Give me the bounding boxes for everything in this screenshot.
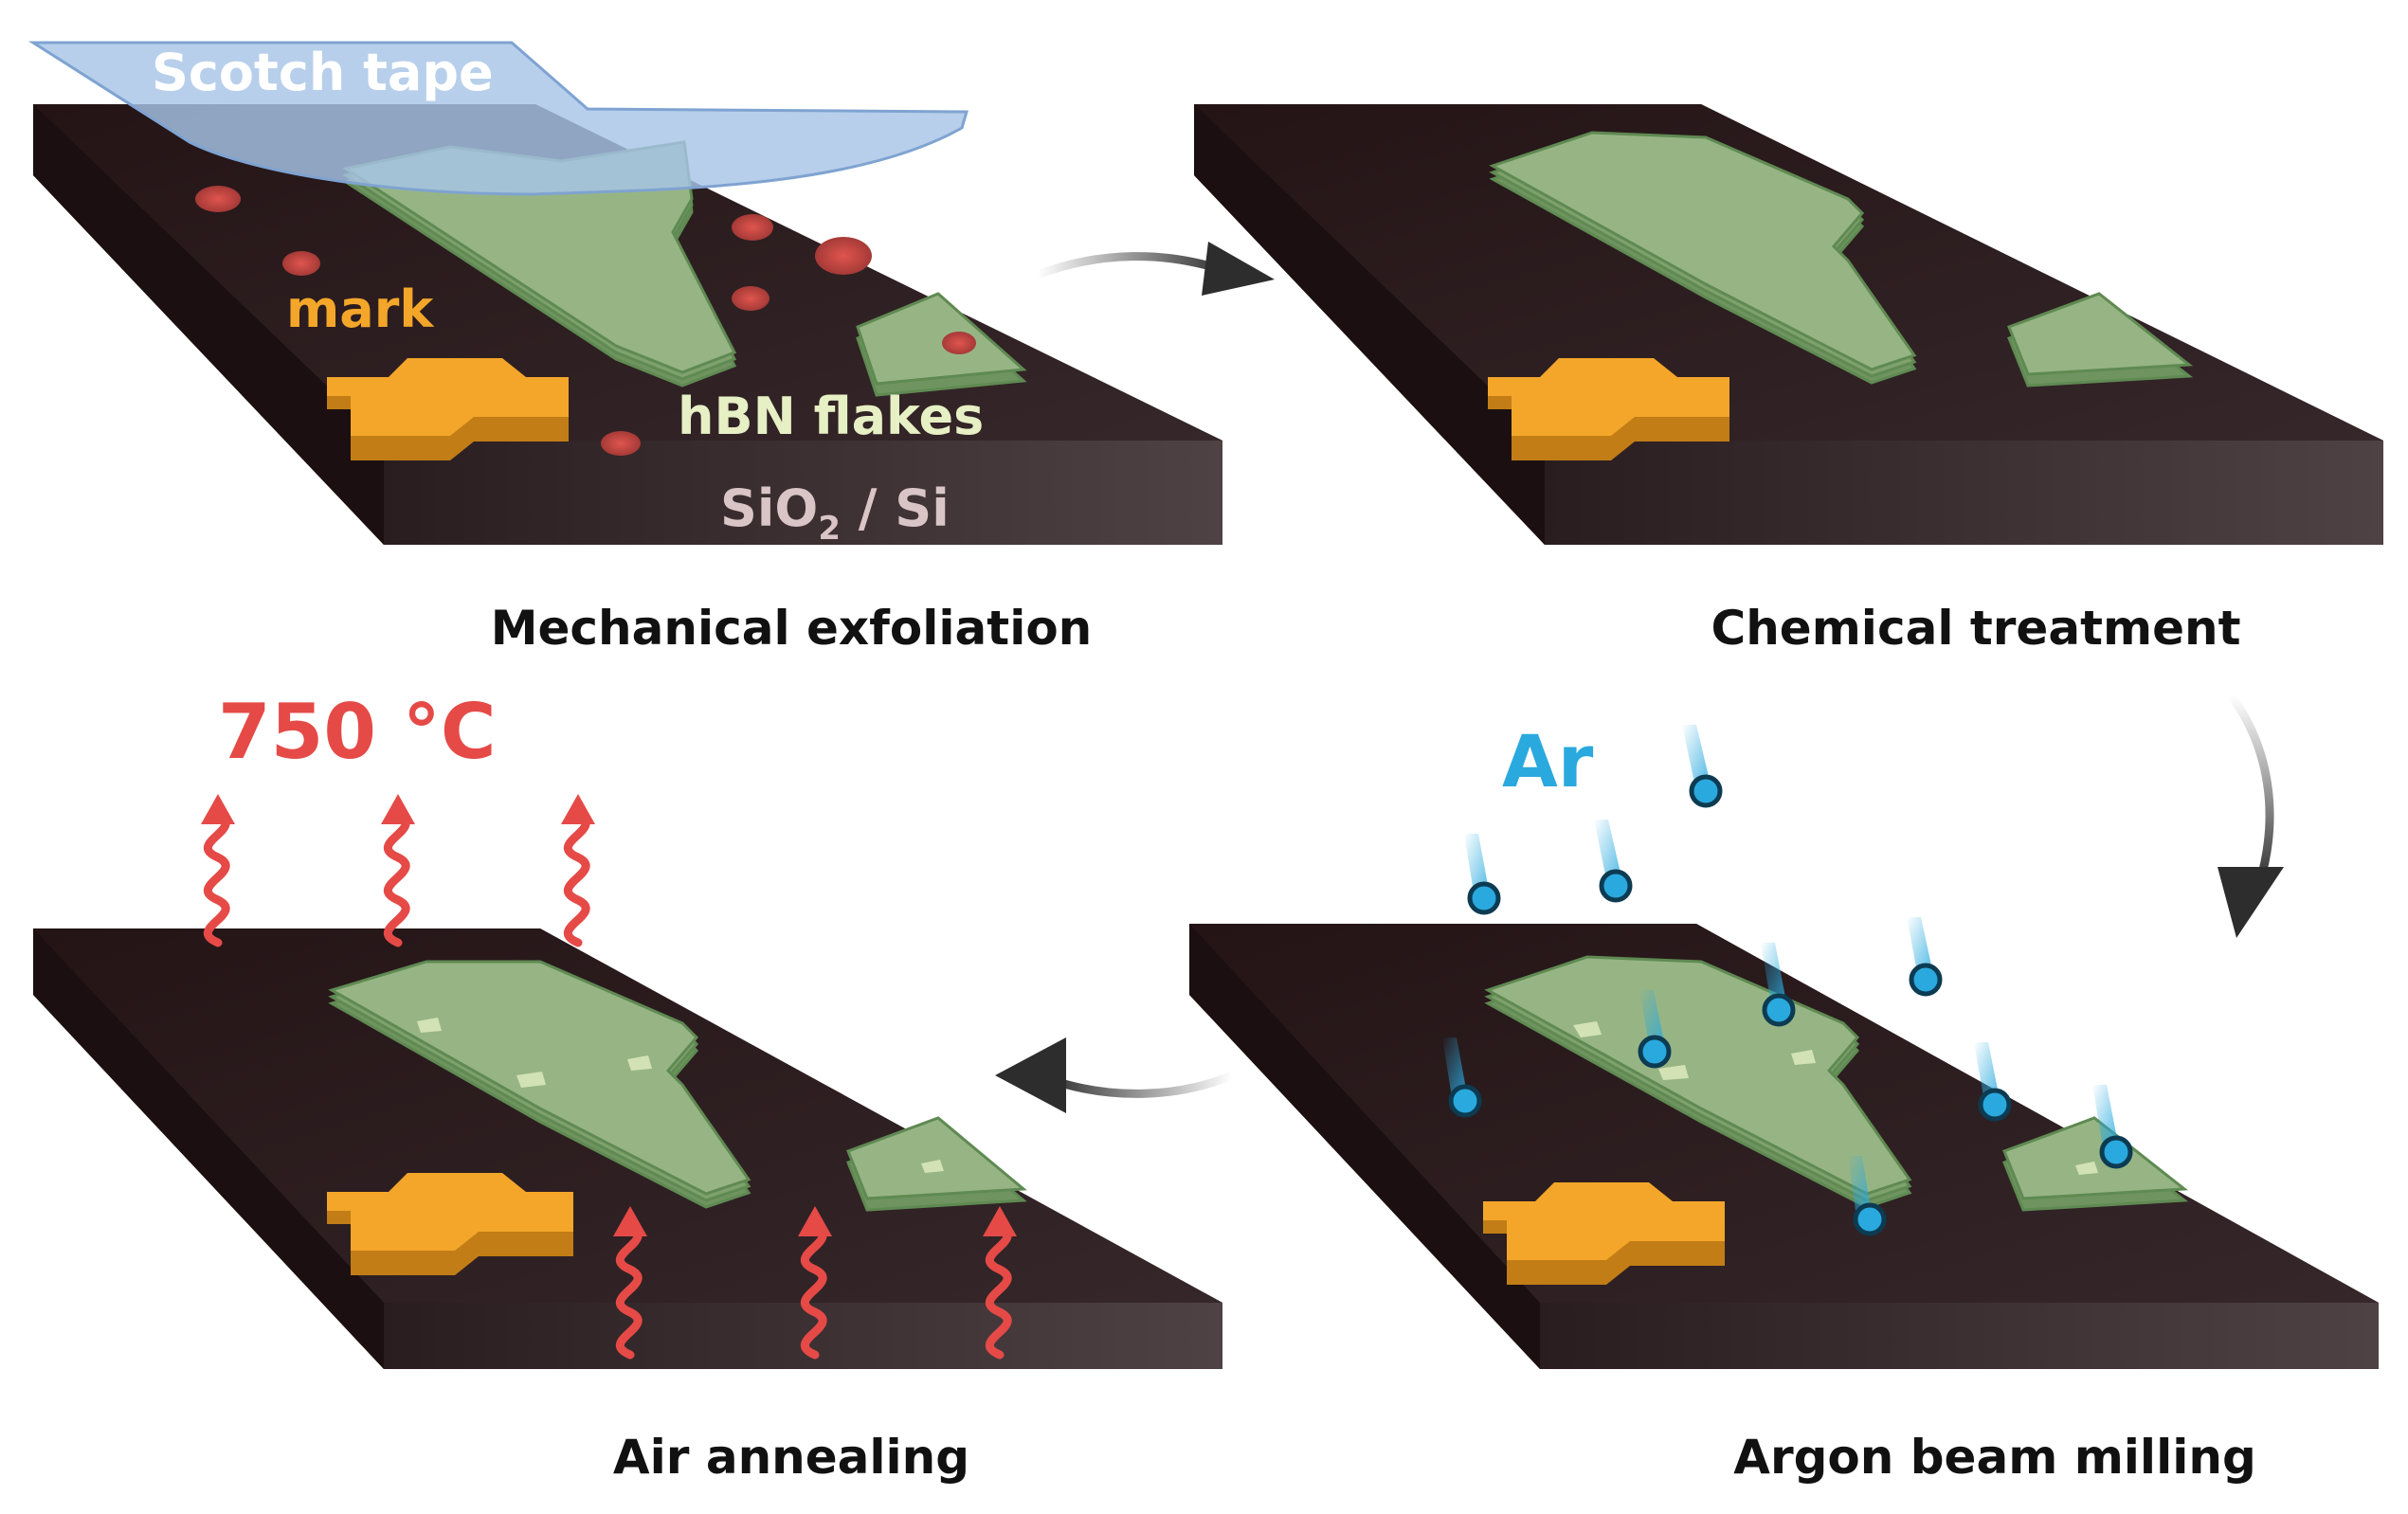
- heat-arrow: [613, 1206, 647, 1360]
- heat-arrow: [561, 794, 595, 947]
- caption-argon-beam-milling: Argon beam milling: [1733, 1430, 2256, 1485]
- caption-mechanical-exfoliation: Mechanical exfoliation: [491, 601, 1093, 656]
- alignment-mark-2: [1488, 358, 1729, 460]
- flow-arrow-left: [995, 1037, 1237, 1113]
- hbn-flake-large-4: [328, 960, 751, 1209]
- hbn-flake-large-1: [342, 140, 737, 388]
- alignment-mark-1: [327, 358, 569, 460]
- panel-chemical-treatment: Chemical treatment: [1194, 104, 2383, 656]
- heat-arrow: [201, 794, 235, 947]
- flow-arrow-right: [1033, 242, 1275, 296]
- hbn-flakes-label: hBN flakes: [678, 387, 984, 446]
- caption-chemical-treatment: Chemical treatment: [1711, 601, 2241, 656]
- panel-air-annealing: 750 °C Air annealing: [33, 688, 1222, 1485]
- scotch-tape: [27, 41, 969, 196]
- hbn-flake-small-2: [2007, 292, 2194, 388]
- hbn-flake-small-4: [846, 1116, 1027, 1212]
- hbn-flake-large-3: [1484, 955, 1912, 1209]
- argon-ion: [2092, 1085, 2133, 1169]
- mark-label: mark: [286, 279, 434, 339]
- argon-ion: [1682, 725, 1723, 808]
- argon-ion: [1464, 834, 1501, 915]
- caption-air-annealing: Air annealing: [613, 1430, 969, 1485]
- argon-ion: [1848, 1156, 1887, 1236]
- heat-arrow: [798, 1206, 832, 1360]
- argon-ion: [1761, 943, 1796, 1027]
- panel-argon-beam-milling: Ar Argon beam milling: [1189, 719, 2379, 1485]
- argon-ions: [1442, 725, 2133, 1236]
- heat-arrow: [983, 1206, 1017, 1360]
- substrate-label: SiO2 / Si: [720, 478, 950, 548]
- argon-ion: [1638, 990, 1672, 1069]
- flow-arrow-down: [2218, 692, 2284, 938]
- hbn-flake-small-1: [856, 292, 1027, 397]
- temperature-label: 750 °C: [218, 688, 497, 776]
- argon-ion: [1442, 1037, 1482, 1118]
- scotch-tape-label: Scotch tape: [152, 43, 494, 102]
- panel-mechanical-exfoliation: Scotch tape mark hBN flakes SiO2 / Si Me…: [27, 41, 1222, 656]
- hbn-flake-small-3: [2002, 1116, 2189, 1212]
- argon-ion: [1907, 917, 1943, 997]
- argon-ion: [1594, 820, 1633, 903]
- alignment-mark-3: [1483, 1182, 1725, 1285]
- alignment-mark-4: [327, 1173, 573, 1275]
- argon-ion: [1974, 1042, 2012, 1122]
- hbn-flake-large-2: [1489, 131, 1917, 385]
- heat-arrow: [381, 794, 415, 947]
- heat-arrows: [201, 794, 1017, 1360]
- argon-label: Ar: [1502, 719, 1594, 803]
